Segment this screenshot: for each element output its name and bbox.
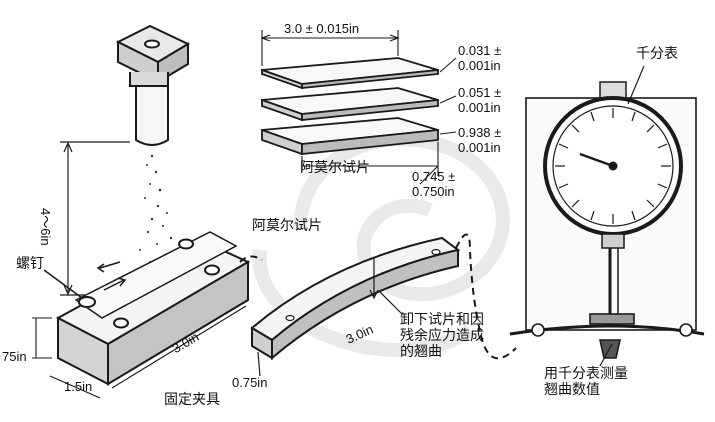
thickness-2-label: 0.051 ± 0.001in xyxy=(458,85,502,116)
thickness-3-line2: 0.001in xyxy=(458,139,501,155)
dashed-connectors xyxy=(239,233,517,360)
shot-nozzle xyxy=(115,24,191,146)
almen-strips-stack xyxy=(261,57,439,156)
dial-gauge xyxy=(543,81,683,249)
strip-width-label: 0.745 ± 0.750in xyxy=(412,169,456,200)
measure-note: 用千分表测量 翘曲数值 xyxy=(544,366,628,398)
screw-arrows xyxy=(43,261,127,299)
measure-note-line2: 翘曲数值 xyxy=(544,382,600,399)
screw-label: 螺钉 xyxy=(16,256,44,272)
thickness-2-line1: 0.051 ± xyxy=(458,85,502,100)
arc-height-note-line2: 残余应力造成 xyxy=(400,328,484,345)
fixture-block xyxy=(55,231,251,386)
arc-height-note-line3: 的翘曲 xyxy=(400,344,442,361)
dial-gauge-label: 千分表 xyxy=(636,46,678,62)
dial-needle xyxy=(579,152,614,168)
thickness-1-line2: 0.001in xyxy=(458,57,501,73)
nozzle-distance-label: 4～6in xyxy=(38,208,53,246)
strip-width-line1: 0.745 ± xyxy=(412,169,456,184)
thickness-3-line1: 0.938 ± xyxy=(458,125,502,140)
strip-dimensions xyxy=(260,30,457,185)
measure-note-line1: 用千分表测量 xyxy=(544,366,628,382)
arc-height-note-line1: 卸下试片和因 xyxy=(400,312,484,328)
thickness-1-line1: 0.031 ± xyxy=(458,43,502,58)
curved-strip xyxy=(250,236,461,361)
fixture-width-label: 1.5in xyxy=(64,379,93,394)
thickness-1-label: 0.031 ± 0.001in xyxy=(458,43,502,74)
curved-strip-width-label: 0.75in xyxy=(232,375,268,390)
almen-strip-top-label: 阿莫尔试片 xyxy=(300,160,370,176)
strip-length-label: 3.0 ± 0.015in xyxy=(284,21,360,36)
strip-width-line2: 0.750in xyxy=(412,183,455,199)
thickness-3-label: 0.938 ± 0.001in xyxy=(458,125,502,156)
gauge-leaders xyxy=(599,65,645,367)
fixture-height-label: 75in xyxy=(2,349,27,364)
fixture-name-label: 固定夹具 xyxy=(164,392,220,408)
nozzle-distance-dimension xyxy=(60,141,130,296)
almen-strip-fixture-label: 阿莫尔试片 xyxy=(252,218,322,234)
dial-ticks xyxy=(555,108,671,224)
curved-strip-leaders xyxy=(257,258,403,377)
fixture-dimensions xyxy=(32,305,247,399)
arc-height-note: 卸下试片和因 残余应力造成 的翘曲 xyxy=(400,312,484,360)
thickness-2-line2: 0.001in xyxy=(458,99,501,115)
